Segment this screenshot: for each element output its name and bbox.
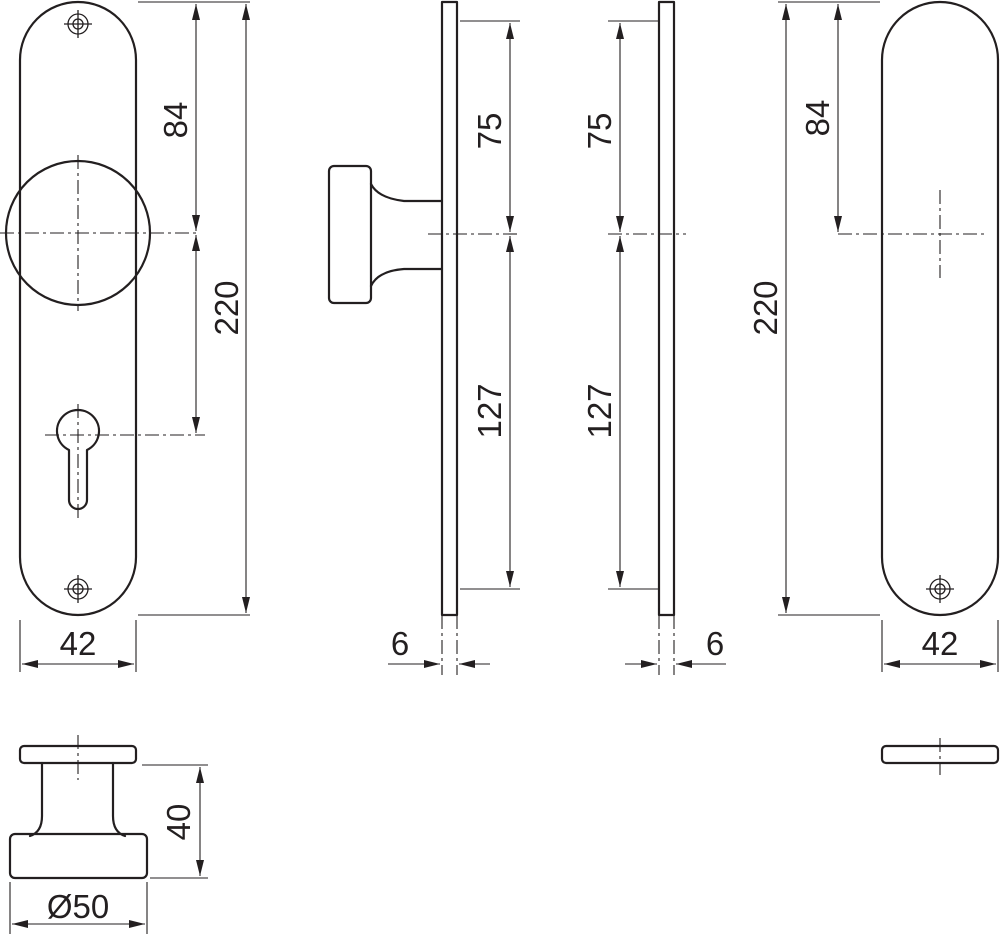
side-view-knob: 75 127 6 [327,0,520,675]
bottom-view-knob: 40 Ø50 [8,735,208,934]
screw-top-icon [64,10,92,38]
dim-label-6-plain-side: 6 [706,625,724,662]
dim-label-75-plain-side: 75 [581,113,618,150]
front-plate-right [880,0,1000,617]
dim-label-42-left: 42 [60,625,97,662]
screw-bottom-icon [64,575,92,603]
front-view-knob-plate: 84 220 42 [0,0,250,672]
dim-label-42-right: 42 [922,625,959,662]
dim-label-75-knob-side: 75 [471,113,508,150]
dim-label-6-knob-side: 6 [391,625,409,662]
dim-label-40: 40 [160,804,197,841]
knob-head-side [327,164,373,305]
side-plate-plain [657,0,676,617]
dim-label-220-left: 220 [208,280,245,335]
dim-label-diameter-50: Ø50 [47,888,109,925]
side-plate-knob [440,0,459,617]
knob-neck [369,182,444,288]
knob-head-bottom [8,832,149,880]
dim-label-127-knob-side: 127 [471,383,508,438]
front-backplate [18,0,138,617]
dim-label-127-plain-side: 127 [581,383,618,438]
screw-bottom-right-icon [926,575,954,603]
dim-label-84-left: 84 [157,102,194,139]
side-view-plain: 75 127 6 [581,0,726,675]
dim-label-220-right: 220 [747,280,784,335]
bottom-view-plain [880,738,1000,775]
front-view-plain-plate: 84 220 42 [747,0,1000,672]
dim-label-84-right: 84 [799,100,836,137]
